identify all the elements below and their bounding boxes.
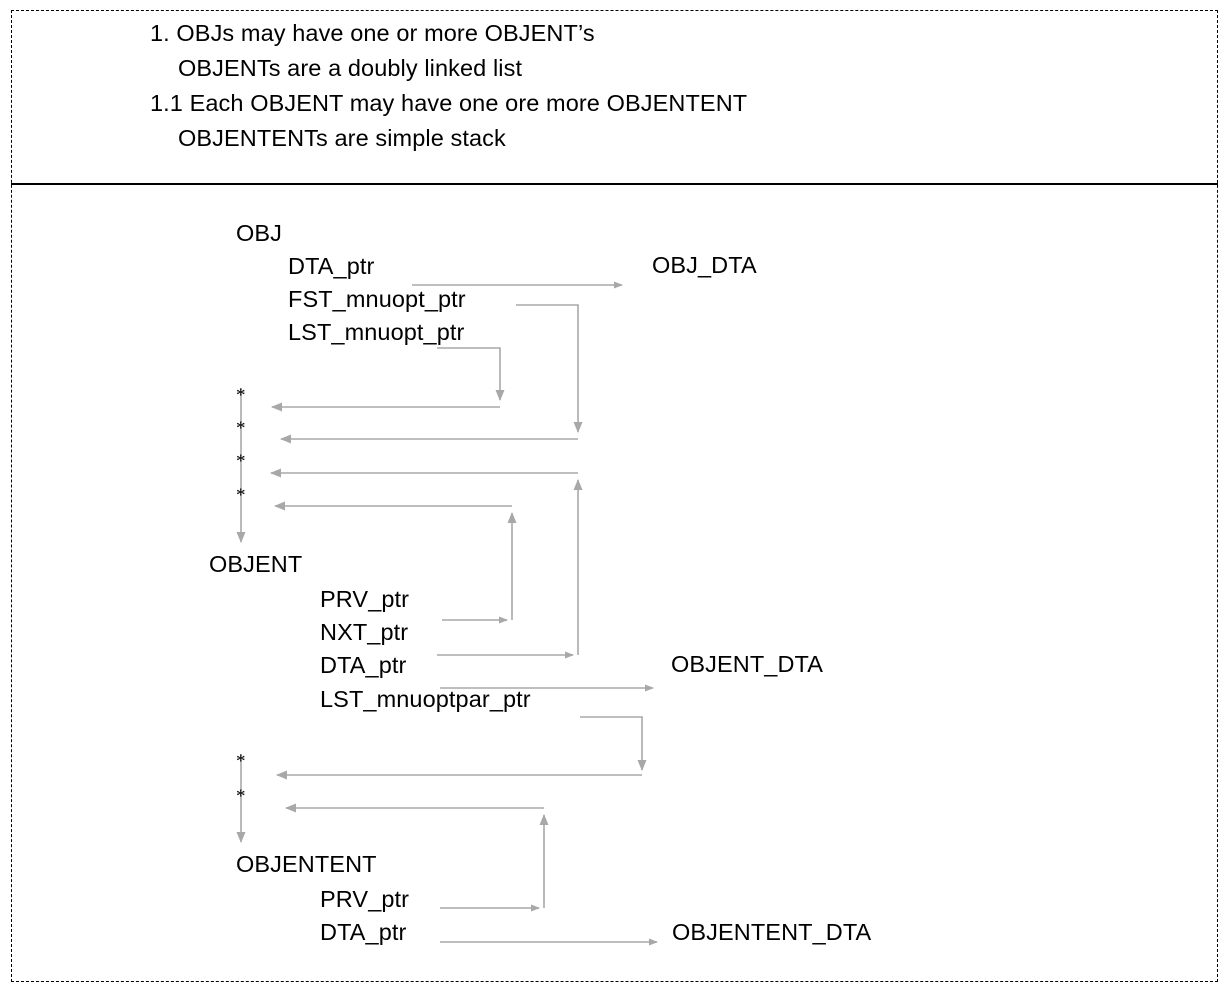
section-divider — [11, 183, 1218, 185]
note-line-2: OBJENTs are a doubly linked list — [178, 55, 523, 81]
target-obj-dta: OBJ_DTA — [652, 252, 757, 278]
star-marker-5: * — [236, 751, 246, 772]
field-obj-lst-mnuopt-ptr: LST_mnuopt_ptr — [288, 319, 465, 345]
struct-title-obj: OBJ — [236, 220, 283, 246]
field-obj-fst-mnuopt-ptr: FST_mnuopt_ptr — [288, 286, 466, 312]
target-objent-dta: OBJENT_DTA — [671, 651, 824, 677]
field-objentent-dta-ptr: DTA_ptr — [320, 919, 407, 945]
star-marker-4: * — [236, 485, 246, 506]
star-marker-2: * — [236, 418, 246, 439]
note-line-3: 1.1 Each OBJENT may have one ore more OB… — [150, 90, 748, 116]
field-objent-prv-ptr: PRV_ptr — [320, 586, 410, 612]
wire-obj-lst-mnuopt — [437, 347, 505, 401]
field-obj-dta-ptr: DTA_ptr — [288, 253, 375, 279]
star-marker-6: * — [236, 786, 246, 807]
wire-obj-fst-mnuopt — [516, 304, 583, 433]
field-objent-dta-ptr: DTA_ptr — [320, 652, 407, 678]
struct-title-objentent: OBJENTENT — [236, 851, 377, 877]
field-objent-lst-mnuoptpar-ptr: LST_mnuoptpar_ptr — [320, 686, 531, 712]
target-objentent-dta: OBJENTENT_DTA — [672, 919, 872, 945]
field-objentent-prv-ptr: PRV_ptr — [320, 886, 410, 912]
star-marker-3: * — [236, 451, 246, 472]
outer-dashed-frame — [11, 10, 1218, 982]
notes-block: 1. OBJs may have one or more OBJENT’s OB… — [150, 16, 1150, 156]
star-marker-1: * — [236, 385, 246, 406]
field-objent-nxt-ptr: NXT_ptr — [320, 619, 409, 645]
struct-title-objent: OBJENT — [209, 551, 303, 577]
note-line-1: 1. OBJs may have one or more OBJENT’s — [150, 20, 595, 46]
wire-objent-lst-mnuoptpar — [580, 716, 647, 771]
note-line-4: OBJENTENTs are simple stack — [178, 125, 506, 151]
